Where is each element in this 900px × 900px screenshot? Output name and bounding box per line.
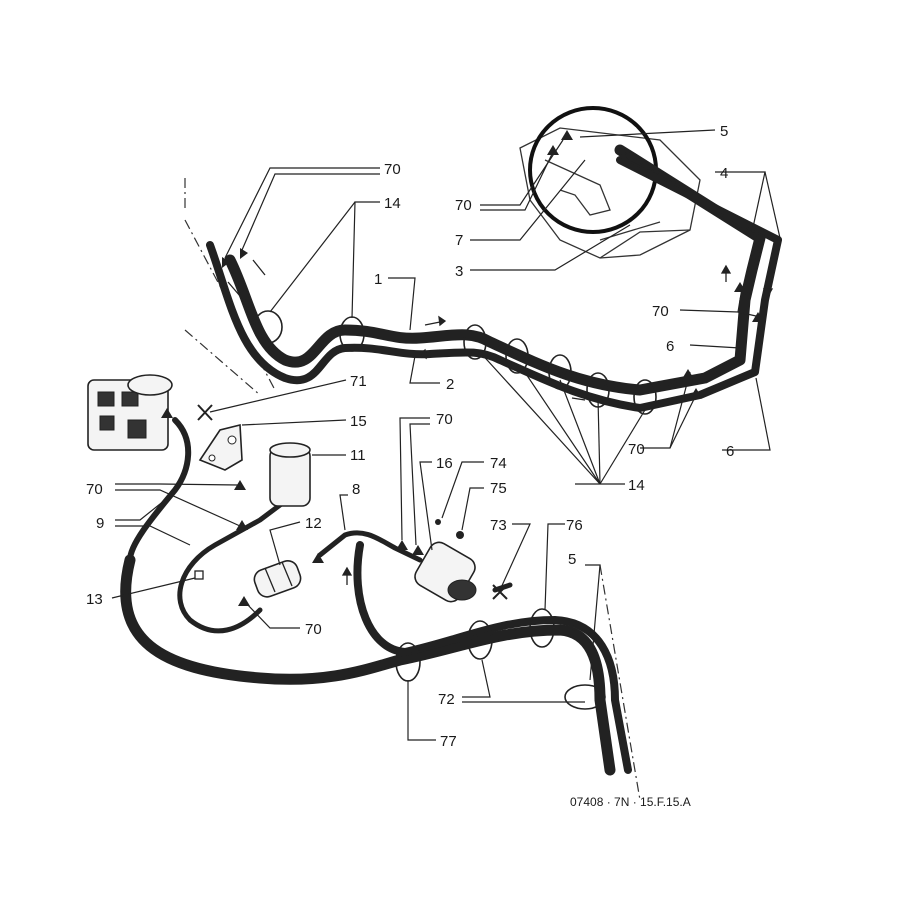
label-11: 11 [350, 447, 366, 464]
label-14: 14 [384, 195, 401, 212]
reference-code: 07408 · 7N · 15.F.15.A [570, 795, 691, 809]
hose-clamps [253, 310, 657, 710]
label-2: 2 [446, 376, 454, 393]
label-4: 4 [720, 165, 728, 182]
bracket [198, 423, 243, 471]
label-13: 13 [86, 591, 103, 608]
branch-lines [127, 417, 513, 634]
leader-lines [111, 129, 781, 741]
label-74: 74 [490, 455, 507, 472]
label-70: 70 [455, 197, 472, 214]
label-5: 5 [720, 123, 728, 140]
label-70: 70 [652, 303, 669, 320]
label-70: 70 [628, 441, 645, 458]
fuel-filter [269, 442, 311, 507]
main-fuel-line [224, 144, 766, 396]
label-6: 6 [666, 338, 674, 355]
callout-labels: 70 14 5 4 70 7 3 1 2 70 6 71 15 70 11 16… [86, 123, 734, 809]
return-fuel-line [206, 156, 782, 412]
label-75: 75 [490, 480, 507, 497]
carburettor [87, 374, 173, 451]
label-72: 72 [438, 691, 455, 708]
label-7: 7 [455, 232, 463, 249]
label-70: 70 [86, 481, 103, 498]
fuel-tank [519, 127, 701, 259]
label-73: 73 [490, 517, 507, 534]
label-71: 71 [350, 373, 367, 390]
label-70: 70 [384, 161, 401, 178]
label-14: 14 [628, 477, 645, 494]
label-12: 12 [305, 515, 322, 532]
lower-fuel-line [120, 541, 632, 776]
label-1: 1 [374, 271, 382, 288]
label-77: 77 [440, 733, 457, 750]
fuel-pump [414, 519, 477, 603]
label-8: 8 [352, 481, 360, 498]
label-9: 9 [96, 515, 104, 532]
label-3: 3 [455, 263, 463, 280]
crossing-markers [197, 404, 508, 600]
label-15: 15 [350, 413, 367, 430]
label-76: 76 [566, 517, 583, 534]
sensor-marker [194, 570, 204, 580]
label-70: 70 [436, 411, 453, 428]
label-16: 16 [436, 455, 453, 472]
label-70: 70 [305, 621, 322, 638]
label-6: 6 [726, 443, 734, 460]
label-5: 5 [568, 551, 576, 568]
flow-arrows [227, 259, 774, 585]
inline-filter [253, 559, 302, 598]
